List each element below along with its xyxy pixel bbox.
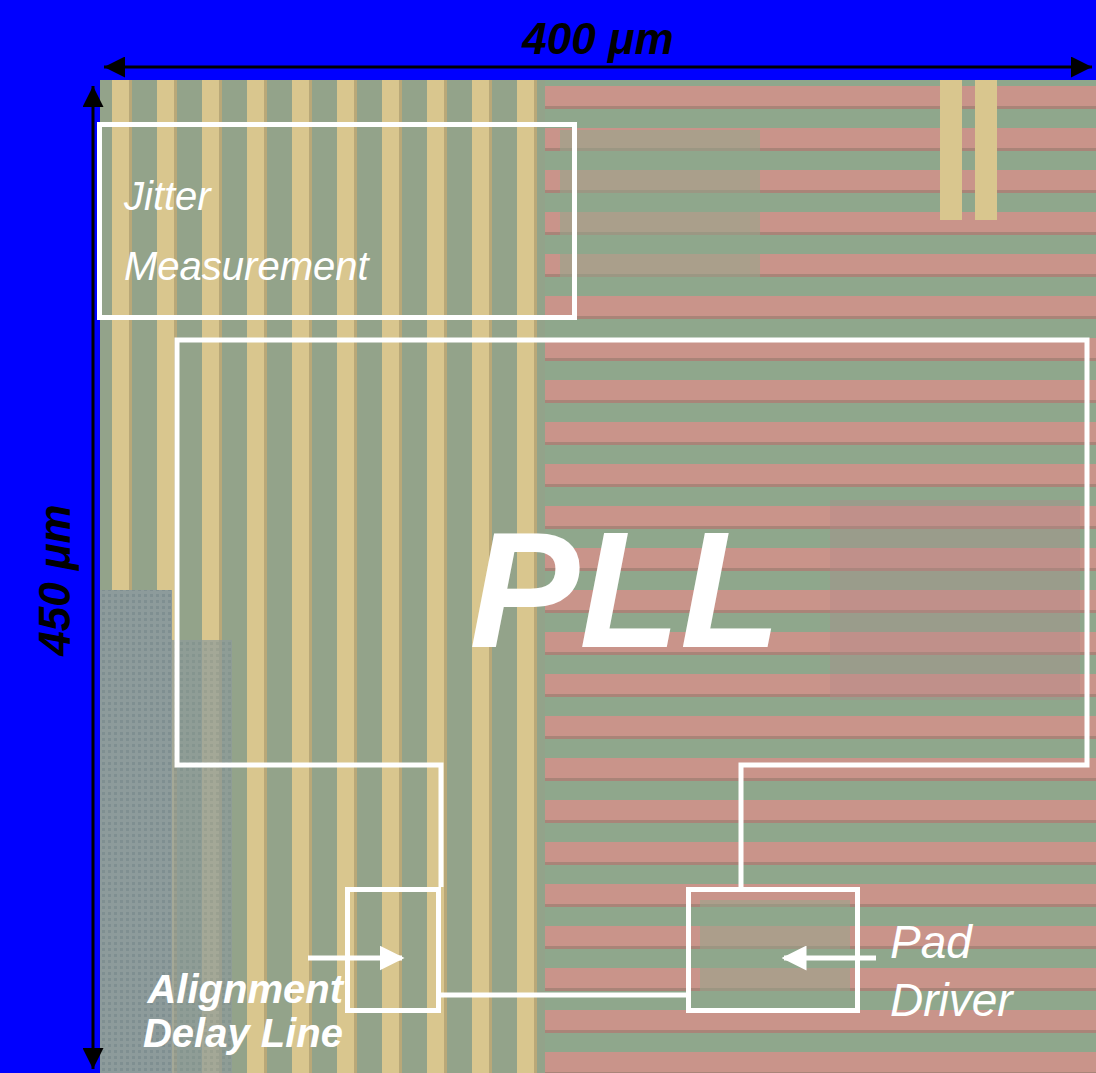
dimension-label: 450 μm: [30, 430, 80, 730]
pll-region: PLL: [177, 340, 1087, 887]
leader-arrow: [784, 956, 876, 961]
circuit-block: [560, 130, 760, 280]
delay-line-block: Alignment Delay Line: [345, 887, 441, 1013]
connector-wire: [441, 993, 686, 998]
block-title: PLL: [420, 508, 830, 673]
block-label: Jitter Measurement: [124, 161, 424, 301]
block-label: Pad Driver: [890, 913, 1055, 1029]
width-dimension-line: [104, 66, 1092, 69]
circuit-block: [700, 900, 850, 1000]
block-label: Alignment Delay Line: [105, 967, 343, 1055]
metal-stripe: [975, 80, 997, 220]
height-dimension-line: [92, 86, 95, 1069]
pad-driver-block: Pad Driver: [686, 887, 860, 1013]
die-ground: [100, 80, 1096, 1073]
circuit-block: [830, 500, 1080, 700]
dimension-label: 400 μm: [398, 14, 798, 64]
measurement-block: Jitter Measurement: [97, 122, 577, 320]
pll-outline-path: [177, 340, 1087, 887]
leader-arrow: [308, 956, 402, 961]
metal-stripe: [940, 80, 962, 220]
